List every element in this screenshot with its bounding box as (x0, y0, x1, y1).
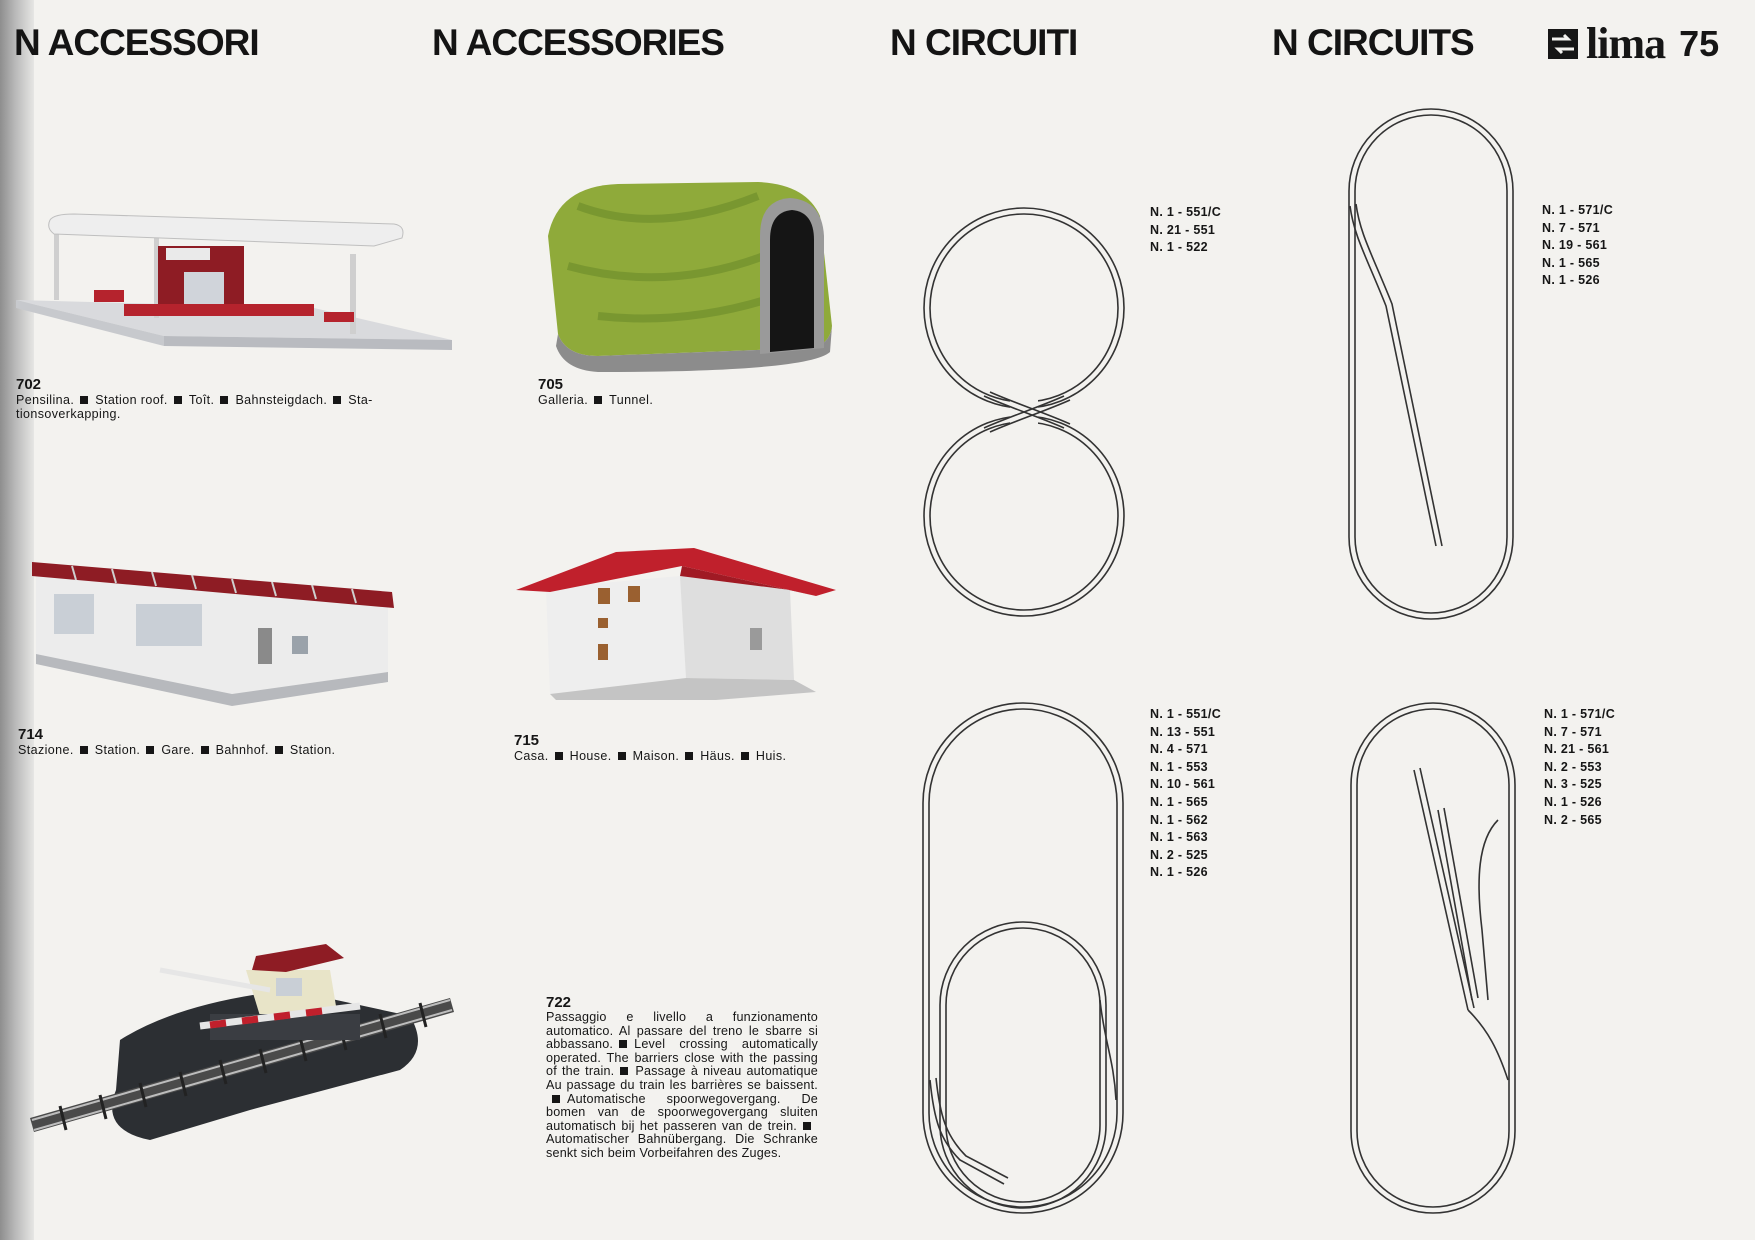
product-714-desc: Stazione.Station.Gare.Bahnhof.Station. (18, 743, 336, 757)
circuit-4-partlist: N. 1 - 571/C N. 7 - 571 N. 21 - 561 N. 2… (1544, 707, 1616, 827)
circuit-1-partlist: N. 1 - 551/C N. 21 - 551 N. 1 - 522 (1150, 205, 1222, 255)
product-702-code: 702 (16, 376, 42, 393)
page-spine-shadow (0, 0, 34, 1240)
product-705-desc: Galleria.Tunnel. (538, 393, 654, 407)
heading-accessories: N ACCESSORIES (432, 22, 725, 63)
station-building-image (32, 562, 394, 706)
lima-mark-icon (1548, 28, 1578, 59)
product-705-code: 705 (538, 376, 564, 393)
logo-number: 75 (1679, 22, 1720, 64)
product-715: 715 Casa.House.Maison.Häus.Huis. (514, 732, 786, 763)
circuit-3-diagram (922, 702, 1124, 1214)
product-722: 722 Passaggio e livello a funzionamento … (546, 994, 818, 1161)
circuit-3-partlist: N. 1 - 551/C N. 13 - 551 N. 4 - 571 N. 1… (1150, 707, 1222, 880)
circuit-1-diagram (923, 207, 1125, 617)
circuit-2-diagram (1348, 108, 1514, 620)
heading-circuiti: N CIRCUITI (890, 22, 1078, 63)
product-715-code: 715 (514, 732, 540, 749)
product-722-code: 722 (546, 994, 572, 1011)
product-705: 705 Galleria.Tunnel. (538, 376, 653, 407)
lima-logo: lima 75 (1548, 18, 1719, 69)
station-roof-image (16, 213, 452, 350)
logo-brand: lima (1586, 19, 1666, 68)
circuit-2-partlist: N. 1 - 571/C N. 7 - 571 N. 19 - 561 N. 1… (1542, 203, 1614, 288)
circuit-4-diagram (1350, 702, 1516, 1214)
product-702-desc: Pensilina.Station roof.Toît.Bahnsteigdac… (16, 393, 373, 421)
tunnel-image (548, 182, 832, 372)
product-714: 714 Stazione.Station.Gare.Bahnhof.Statio… (18, 726, 335, 757)
product-714-code: 714 (18, 726, 44, 743)
product-722-desc: Passaggio e livello a funzionamento auto… (546, 1010, 818, 1160)
product-715-desc: Casa.House.Maison.Häus.Huis. (514, 749, 787, 763)
product-702: 702 Pensilina.Station roof.Toît.Bahnstei… (16, 376, 436, 421)
heading-circuits: N CIRCUITS (1272, 22, 1475, 63)
house-image (516, 548, 836, 700)
heading-accessori: N ACCESSORI (14, 22, 260, 63)
level-crossing-image (30, 944, 454, 1140)
